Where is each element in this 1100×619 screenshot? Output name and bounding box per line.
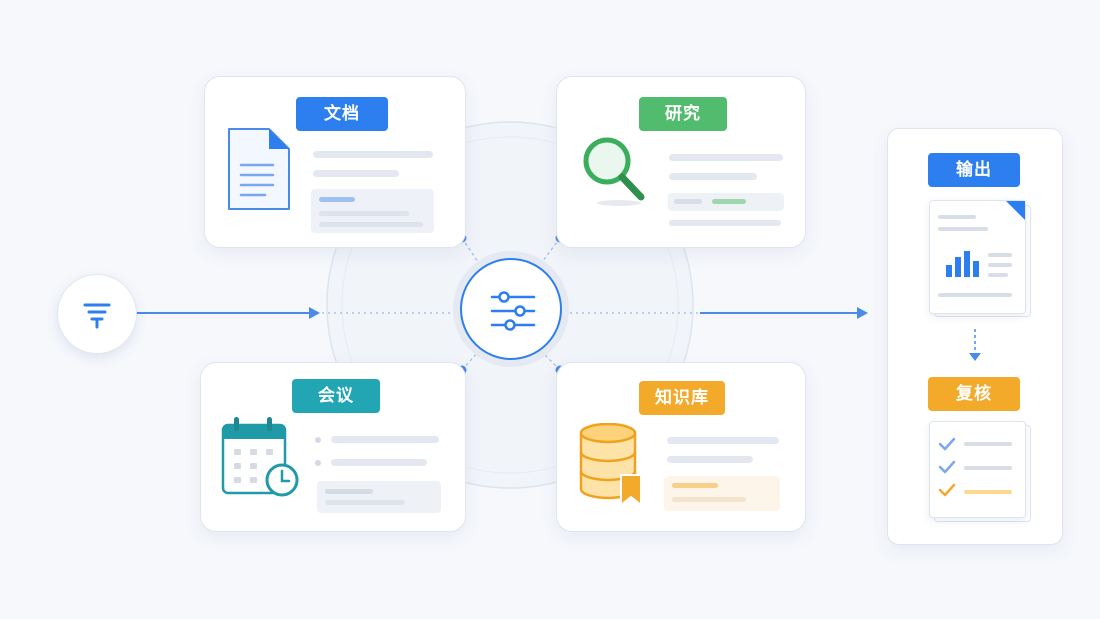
research-card: 研究 — [556, 76, 806, 248]
research-line-1 — [669, 154, 783, 161]
checklist-icon — [938, 437, 1012, 497]
meeting-panel — [317, 481, 441, 513]
output-arrow-head — [857, 307, 868, 319]
link-research — [541, 237, 561, 263]
hub-node — [460, 258, 562, 360]
report-paper — [929, 200, 1026, 314]
doc-panel-line-2 — [319, 211, 409, 216]
knowledge-panel-line-1 — [672, 483, 718, 488]
meeting-panel-line-1 — [325, 489, 373, 494]
meeting-bullet-2 — [315, 460, 321, 466]
doc-card: 文档 — [204, 76, 466, 248]
research-panel-line-1 — [674, 199, 702, 204]
meeting-line-1 — [331, 436, 439, 443]
doc-panel-line-1 — [319, 197, 355, 202]
output-down-arrow — [969, 329, 981, 361]
input-arrow-head — [309, 307, 320, 319]
filter-icon — [83, 303, 111, 329]
database-bookmark-icon — [579, 423, 642, 508]
meeting-line-2 — [331, 459, 427, 466]
meeting-tag: 会议 — [292, 379, 380, 413]
document-icon — [228, 128, 290, 210]
meeting-panel-line-2 — [325, 500, 405, 505]
knowledge-card: 知识库 — [556, 362, 806, 532]
report-chart-icon — [938, 201, 1025, 297]
doc-tag: 文档 — [296, 97, 388, 131]
magnifier-icon — [583, 137, 645, 206]
input-node — [57, 274, 137, 354]
link-doc — [461, 237, 479, 263]
output-panel: 输出 复核 — [887, 128, 1063, 545]
doc-panel-line-3 — [319, 222, 423, 227]
research-panel — [668, 193, 784, 211]
inner-ring — [341, 136, 679, 474]
review-paper — [929, 421, 1026, 518]
knowledge-panel — [664, 476, 780, 511]
output-tag: 输出 — [928, 153, 1020, 187]
doc-line-1 — [313, 151, 433, 158]
knowledge-panel-line-2 — [672, 497, 746, 502]
meeting-card: 会议 — [200, 362, 466, 532]
knowledge-tag: 知识库 — [639, 381, 725, 415]
doc-panel — [311, 189, 434, 233]
link-knowledge — [541, 351, 561, 371]
sliders-icon — [490, 291, 536, 331]
review-tag: 复核 — [928, 377, 1020, 411]
doc-line-2 — [313, 170, 399, 177]
research-line-3 — [669, 220, 781, 226]
research-panel-line-2 — [712, 199, 746, 204]
meeting-bullet-1 — [315, 437, 321, 443]
research-line-2 — [669, 173, 757, 180]
research-tag: 研究 — [639, 97, 727, 131]
calendar-clock-icon — [221, 417, 299, 497]
knowledge-line-1 — [667, 437, 779, 444]
knowledge-line-2 — [667, 456, 753, 463]
